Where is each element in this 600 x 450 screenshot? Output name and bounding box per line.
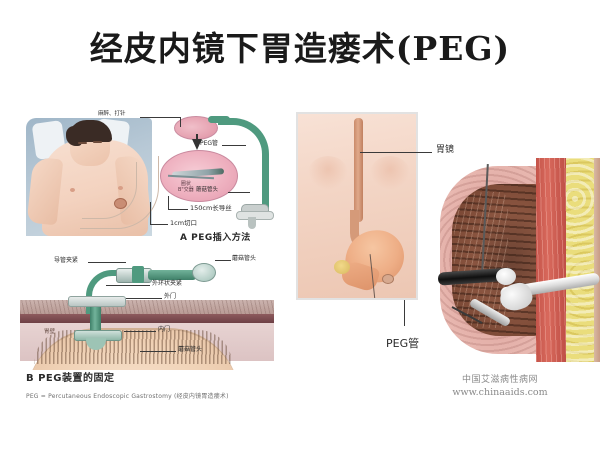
label-mushroom-tip-a: 蘑菇管头 <box>196 187 219 193</box>
peg-stoma-site <box>382 274 394 284</box>
tube-clamp-lever <box>132 266 144 283</box>
leader-tube-clamp <box>88 262 126 263</box>
stomach-lumen <box>452 184 548 336</box>
caption-panel-b: B PEG装置的固定 <box>26 373 115 384</box>
patient-hair-side <box>66 126 82 146</box>
stomach-lumen-rugae <box>452 184 548 336</box>
chest-shading-left <box>308 156 348 190</box>
duodenum <box>334 260 350 274</box>
abdominal-muscle-texture <box>536 158 566 362</box>
leader-guidewire-v <box>168 196 169 210</box>
label-mushroom-tip-b-top: 蘑菇管头 <box>232 255 257 262</box>
page-title: 经皮内镜下胃造瘘术(PEG) <box>89 29 511 68</box>
peg-tube-green <box>218 118 269 213</box>
leader-mushroom-b-bottom <box>140 351 176 352</box>
patient-eye-right <box>93 141 102 143</box>
watermark-url: www.chinaaids.com <box>452 387 548 398</box>
leader-sedation-v <box>180 117 181 127</box>
label-mushroom-tip-b-bottom: 蘑菇管头 <box>178 346 203 353</box>
panel-endoscopic-cutaway <box>438 158 600 362</box>
chest-shading-right <box>370 156 410 190</box>
stoma-site <box>114 198 127 209</box>
leader-sedation <box>140 117 180 118</box>
label-sedation: 麻醉、打针 <box>98 111 126 117</box>
peg-tube-stem <box>248 217 256 229</box>
caption-panel-a: A PEG插入方法 <box>180 233 251 243</box>
outer-flange-bolster <box>68 296 126 307</box>
abdominal-skin-edge <box>594 158 600 362</box>
leader-peg-tube-a <box>222 145 246 146</box>
abdominal-fat-texture <box>566 158 596 362</box>
label-gastroscope: 胃镜 <box>436 145 455 155</box>
abdominal-fat-layer <box>566 158 596 362</box>
esophagus <box>354 118 363 222</box>
patient-eye-left <box>78 142 87 144</box>
mushroom-tip-external <box>192 263 216 282</box>
leader-inner-flange <box>124 331 156 332</box>
peg-tube-vertical-segment <box>90 298 101 348</box>
leader-incision <box>150 224 168 225</box>
label-peg-tube-c: PEG管 <box>386 337 420 350</box>
leader-incision-v <box>150 202 151 225</box>
endoscope-tip-light <box>496 268 516 285</box>
leader-outer-flange <box>126 298 162 299</box>
label-peg-tube-a: PEG管 <box>200 140 219 147</box>
leader-gastroscope <box>360 152 432 153</box>
leader-mushroom-a <box>228 192 250 193</box>
label-stomach-wall: 胃壁 <box>44 329 56 335</box>
panel-peg-fixation <box>20 252 274 370</box>
label-outer-ring-clamp: 外环状夹紧 <box>152 280 183 287</box>
skin-layer-texture <box>20 300 274 314</box>
dermis-layer <box>20 314 274 323</box>
leader-mushroom-b-top <box>215 260 231 261</box>
label-incision: 1cm切口 <box>170 219 198 227</box>
leader-guidewire <box>168 209 188 210</box>
nipple-left <box>70 188 75 192</box>
panel-anatomy-torso <box>296 112 418 300</box>
abdominal-muscle-layer <box>536 158 566 362</box>
watermark-site-name: 中国艾滋病性病网 <box>461 375 538 385</box>
label-inner-flange: 内门 <box>158 326 171 333</box>
feeding-tube-path <box>80 156 159 229</box>
panel-peg-insertion-method <box>22 112 274 244</box>
peg-tube-horizontal-segment <box>148 270 196 280</box>
magnify-arrow-icon <box>192 139 202 150</box>
label-guidewire: 150cm长导丝 <box>190 204 232 212</box>
stomach-rugae <box>34 330 232 364</box>
watermark: 中国艾滋病性病网 www.chinaaids.com <box>430 372 570 398</box>
leader-peg-tube-c <box>404 300 405 326</box>
label-outer-flange: 外门 <box>164 293 177 300</box>
magnify-arrow-stem <box>196 134 198 142</box>
label-feeding-tube-clamp: 导管夹紧 <box>54 257 79 264</box>
peg-tube-top-segment <box>208 116 230 123</box>
leader-outer-ring-clamp <box>106 285 150 286</box>
footnote-peg-definition: PEG = Percutaneous Endoscopic Gastrostom… <box>26 393 229 400</box>
mushroom-tip-internal <box>86 338 106 350</box>
